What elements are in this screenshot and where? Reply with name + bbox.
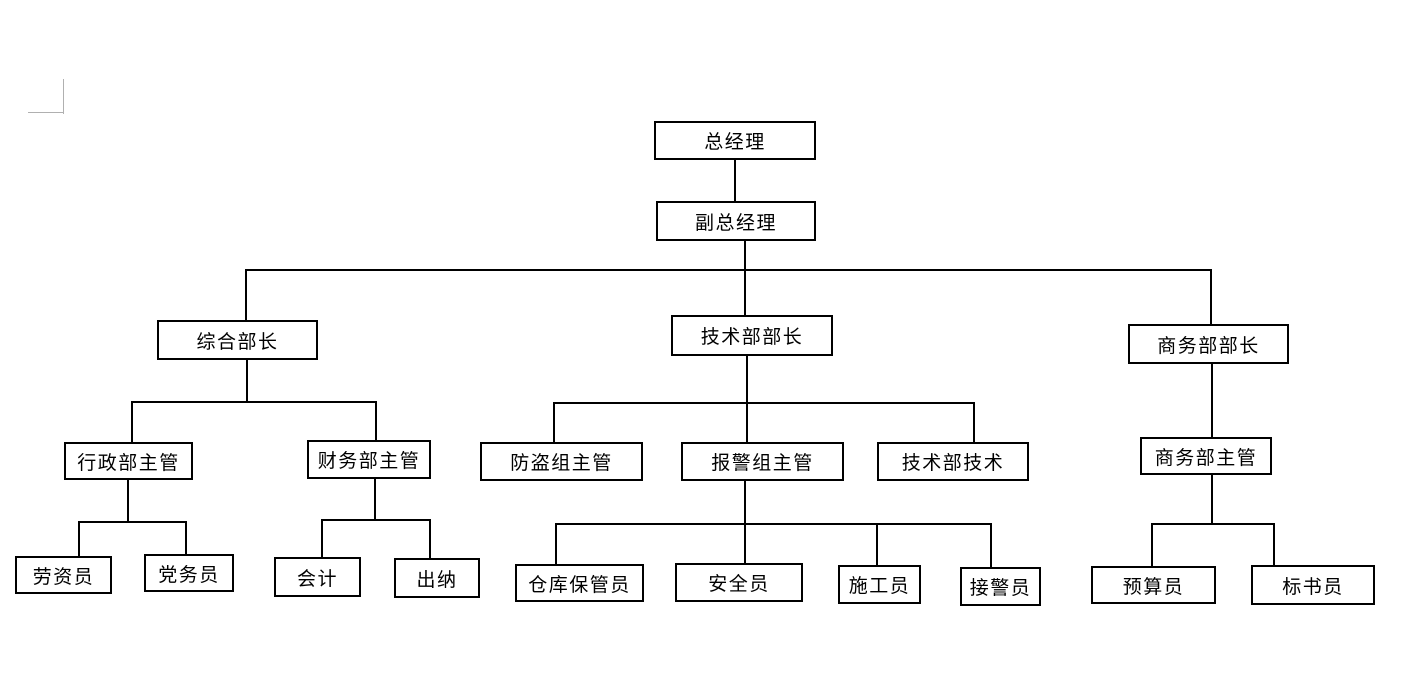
connector-admin-to-bus xyxy=(127,480,129,521)
org-node-business-dept-supervisor: 商务部主管 xyxy=(1140,437,1272,475)
org-node-labor-wage-clerk: 劳资员 xyxy=(15,556,112,594)
org-node-business-dept-director: 商务部部长 xyxy=(1128,324,1289,364)
connector-to-construction-worker xyxy=(876,523,878,565)
connector-business-director-to-supervisor xyxy=(1211,364,1213,437)
org-node-technical-dept-director: 技术部部长 xyxy=(671,315,833,356)
org-node-alarm-group-supervisor: 报警组主管 xyxy=(681,442,844,481)
org-node-deputy-general-manager: 副总经理 xyxy=(656,201,816,241)
connector-to-alarm-supervisor xyxy=(746,402,748,442)
connector-to-technical-technician xyxy=(973,402,975,442)
page-margin-mark-vertical xyxy=(63,79,64,114)
connector-to-anti-theft-supervisor xyxy=(553,402,555,442)
connector-to-party-affairs-clerk xyxy=(185,521,187,554)
page-margin-mark-horizontal xyxy=(28,112,64,113)
connector-gm-to-deputy xyxy=(734,160,736,201)
org-node-warehouse-keeper: 仓库保管员 xyxy=(515,564,644,602)
org-node-finance-dept-supervisor: 财务部主管 xyxy=(307,440,431,479)
connector-bus-level3 xyxy=(245,269,1212,271)
connector-to-accountant xyxy=(321,519,323,557)
connector-bus-general-affairs xyxy=(131,401,377,403)
connector-to-admin-supervisor xyxy=(131,401,133,442)
connector-bus-finance xyxy=(321,519,431,521)
org-node-party-affairs-clerk: 党务员 xyxy=(144,554,234,592)
connector-business-supervisor-to-bus xyxy=(1211,475,1213,523)
org-node-bid-document-clerk: 标书员 xyxy=(1251,565,1375,605)
connector-to-bid-document-clerk xyxy=(1273,523,1275,565)
connector-technical-to-bus xyxy=(746,356,748,402)
connector-to-alarm-operator xyxy=(990,523,992,567)
connector-to-business-dept-director xyxy=(1210,269,1212,324)
org-node-cashier: 出纳 xyxy=(394,558,480,598)
connector-bus-technical xyxy=(553,402,975,404)
org-node-construction-worker: 施工员 xyxy=(838,565,921,604)
org-node-safety-officer: 安全员 xyxy=(675,563,803,602)
org-node-technical-dept-technician: 技术部技术 xyxy=(877,442,1029,481)
connector-alarm-group-to-bus xyxy=(744,481,746,523)
org-node-budget-officer: 预算员 xyxy=(1091,566,1216,604)
org-node-general-affairs-director: 综合部长 xyxy=(157,320,318,360)
org-node-anti-theft-group-supervisor: 防盗组主管 xyxy=(480,442,643,481)
connector-general-affairs-to-bus xyxy=(246,360,248,401)
connector-to-finance-supervisor xyxy=(375,401,377,440)
connector-to-labor-wage-clerk xyxy=(78,521,80,556)
connector-to-cashier xyxy=(429,519,431,558)
connector-deputy-to-bus xyxy=(744,241,746,269)
org-node-admin-dept-supervisor: 行政部主管 xyxy=(64,442,193,480)
connector-to-technical-dept-director xyxy=(744,269,746,315)
connector-to-safety-officer xyxy=(744,523,746,563)
connector-bus-admin xyxy=(78,521,187,523)
connector-bus-business xyxy=(1151,523,1275,525)
connector-to-warehouse-keeper xyxy=(555,523,557,564)
connector-to-budget-officer xyxy=(1151,523,1153,566)
org-node-accountant: 会计 xyxy=(274,557,361,597)
org-node-alarm-operator: 接警员 xyxy=(960,567,1041,606)
connector-to-general-affairs-director xyxy=(245,269,247,320)
connector-bus-alarm-group xyxy=(555,523,992,525)
org-node-general-manager: 总经理 xyxy=(654,121,816,160)
connector-finance-to-bus xyxy=(374,479,376,519)
